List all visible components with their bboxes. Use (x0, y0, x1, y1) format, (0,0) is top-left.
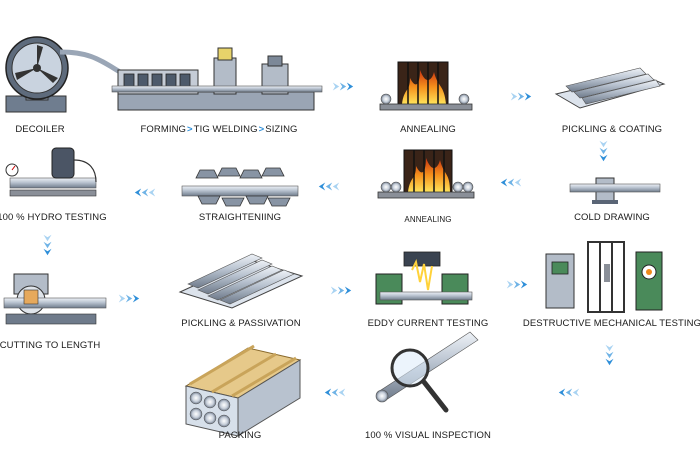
label-annealing-2: ANNEALING (404, 215, 452, 224)
annealing-furnace-1 (379, 61, 473, 111)
cold-drawing-machine (569, 177, 661, 204)
label-separator-2: > (258, 124, 265, 135)
arrow-passivation-to-eddy (330, 286, 352, 295)
arrow-destructive-to-visual (558, 388, 580, 397)
arrow-cold-drawing-to-annealing (500, 178, 522, 187)
forming-welding-sizing-line (111, 47, 323, 111)
arrow-hydro-to-cutting (43, 234, 52, 256)
decoiler-illustration (5, 36, 122, 113)
packing-crate (184, 344, 302, 437)
annealing-furnace-2 (377, 149, 475, 199)
arrow-eddy-to-destructive (506, 280, 528, 289)
label-straightening: STRAIGHTENIING (198, 212, 282, 223)
arrow-destructive-down (605, 344, 614, 366)
label-forming-line: FORMING>TIG WELDING>SIZING (140, 124, 297, 135)
straightening-machine (181, 167, 299, 207)
label-destructive-testing: DESTRUCTIVE MECHANICAL TESTING (522, 318, 700, 329)
visual-inspection-illustration (375, 331, 479, 413)
label-packing: PACKING (218, 430, 262, 441)
label-separator-1: > (187, 124, 193, 135)
arrow-sizing-to-annealing (332, 82, 354, 91)
arrow-visual-to-packing (324, 388, 346, 397)
label-visual-inspection: 100 % VISUAL INSPECTION (364, 430, 492, 441)
label-cold-drawing: COLD DRAWING (574, 212, 650, 223)
arrow-straightening-to-hydro (134, 188, 156, 197)
arrow-pickling-to-cold-drawing (599, 140, 608, 162)
label-forming: FORMING (140, 124, 187, 135)
pickling-coating-bath (554, 67, 666, 109)
pickling-passivation-bath (178, 253, 304, 309)
arrow-cutting-to-pickling-passivation (118, 294, 140, 303)
cutting-machine (3, 273, 107, 325)
label-hydro-testing: 100 % HYDRO TESTING (0, 212, 107, 223)
destructive-testing-machines (545, 241, 663, 313)
label-annealing-1: ANNEALING (400, 124, 456, 135)
arrow-annealing-to-pickling (510, 92, 532, 101)
flow-arrows (43, 82, 614, 397)
arrow-annealing-to-straightening (318, 182, 340, 191)
eddy-current-tester (375, 251, 473, 305)
label-eddy-current: EDDY CURRENT TESTING (367, 318, 489, 329)
label-pickling-coating: PICKLING & COATING (561, 124, 663, 135)
label-pickling-passivation: PICKLING & PASSIVATION (181, 318, 301, 329)
label-decoiler: DECOILER (15, 124, 65, 135)
label-sizing: SIZING (265, 124, 298, 135)
hydro-testing-rig (5, 147, 97, 197)
label-tig-welding: TIG WELDING (193, 124, 258, 135)
label-cutting: CUTTING TO LENGTH (0, 340, 101, 351)
